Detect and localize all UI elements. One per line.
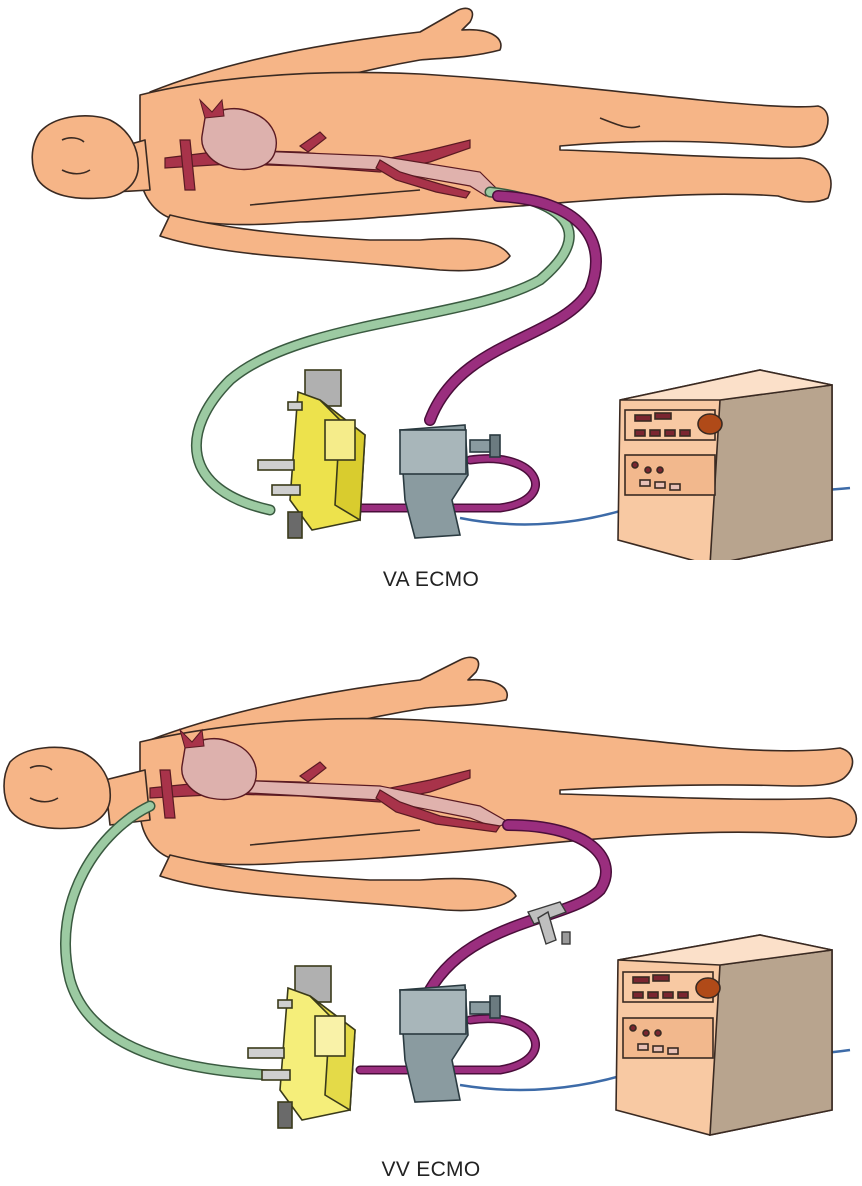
centrifugal-pump-icon [399,984,501,1103]
va-ecmo-caption: VA ECMO [382,568,480,591]
patient-figure [3,656,858,912]
oxygenator-icon [257,369,366,539]
vv-ecmo-caption: VV ECMO [381,1158,481,1181]
console-unit-icon [615,934,833,1136]
vv-ecmo-diagram [3,656,858,1136]
return-tube-purple-inner [425,191,601,425]
tube-connector-icon [527,901,571,945]
heart-icon [199,98,277,171]
centrifugal-pump-icon [399,424,501,539]
va-ecmo-panel [0,0,862,560]
va-ecmo-diagram [31,7,851,560]
vv-ecmo-panel [0,650,862,1150]
heart-icon [179,728,257,801]
patient-figure [31,7,832,272]
oxygenator-icon [247,965,356,1129]
drainage-tube-green-inner [192,188,574,514]
console-unit-icon [617,369,833,560]
